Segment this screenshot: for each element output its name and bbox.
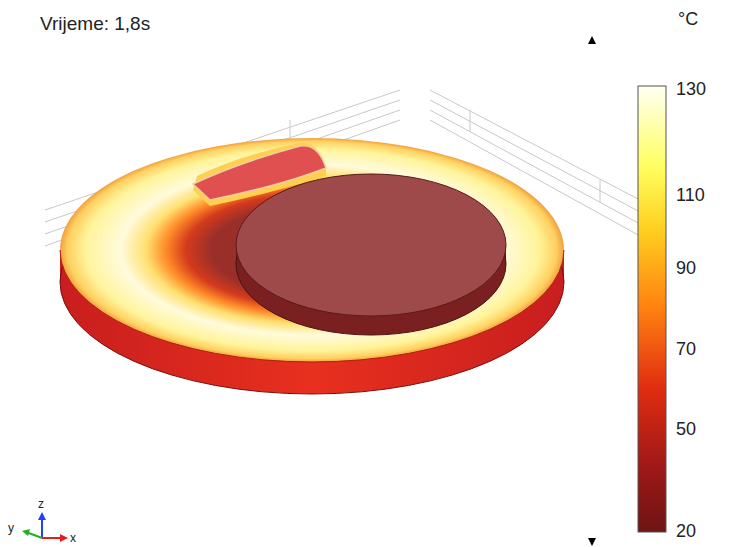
axis-triad [22, 512, 68, 542]
unit-label: °C [678, 10, 698, 28]
inner-disk [236, 174, 506, 335]
scale-tick: 90 [676, 259, 696, 277]
scale-tick: 70 [676, 340, 696, 358]
time-heading: Vrijeme: 1,8s [40, 14, 150, 33]
color-scale [588, 36, 666, 546]
scale-tick: 110 [676, 186, 705, 204]
outer-disk [60, 138, 564, 394]
scale-tick: 50 [676, 420, 696, 438]
scale-tick: 20 [676, 522, 696, 540]
axis-label: z [38, 498, 44, 510]
axis-label: x [70, 532, 76, 544]
scale-tick: 130 [676, 80, 706, 98]
axis-label: y [8, 522, 14, 534]
